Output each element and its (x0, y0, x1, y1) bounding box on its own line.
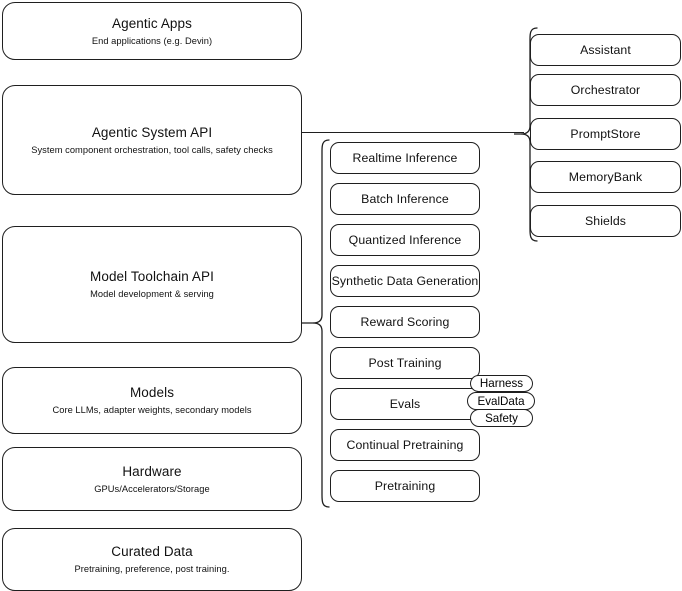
pill-label: Safety (485, 411, 518, 425)
layer-box-agentic-system-api[interactable]: Agentic System API System component orch… (2, 85, 302, 195)
layer-box-model-toolchain-api[interactable]: Model Toolchain API Model development & … (2, 226, 302, 343)
chip-label: Synthetic Data Generation (331, 274, 479, 288)
brace-agentic-system (514, 27, 538, 243)
chip-batch-inference[interactable]: Batch Inference (330, 183, 480, 215)
layer-title: Hardware (122, 463, 182, 479)
layer-subtitle: System component orchestration, tool cal… (31, 144, 273, 155)
chip-label: Realtime Inference (352, 151, 458, 165)
layer-box-agentic-apps[interactable]: Agentic Apps End applications (e.g. Devi… (2, 2, 302, 60)
chip-orchestrator[interactable]: Orchestrator (530, 74, 681, 106)
chip-label: Orchestrator (570, 83, 641, 97)
layer-subtitle: Core LLMs, adapter weights, secondary mo… (52, 405, 252, 415)
layer-title: Model Toolchain API (90, 269, 214, 284)
chip-label: Shields (584, 214, 627, 228)
layer-box-curated-data[interactable]: Curated Data Pretraining, preference, po… (2, 528, 302, 591)
layer-title: Agentic Apps (111, 15, 192, 31)
chip-promptstore[interactable]: PromptStore (530, 118, 681, 150)
chip-label: Continual Pretraining (346, 438, 464, 452)
chip-label: Evals (389, 397, 421, 411)
chip-label: Pretraining (374, 479, 436, 493)
pill-label: EvalData (477, 394, 525, 408)
chip-reward-scoring[interactable]: Reward Scoring (330, 306, 480, 338)
chip-shields[interactable]: Shields (530, 205, 681, 237)
chip-label: Assistant (580, 43, 631, 57)
pill-harness[interactable]: Harness (470, 375, 533, 392)
layer-subtitle: GPUs/Accelerators/Storage (94, 483, 210, 494)
brace-model-toolchain (302, 139, 330, 511)
pill-label: Harness (479, 377, 524, 390)
chip-label: PromptStore (570, 127, 641, 141)
pill-safety[interactable]: Safety (470, 409, 533, 427)
chip-realtime-inference[interactable]: Realtime Inference (330, 142, 480, 174)
chip-pretraining[interactable]: Pretraining (330, 470, 480, 502)
layer-subtitle: Model development & serving (90, 289, 214, 299)
chip-label: MemoryBank (568, 170, 643, 184)
chip-label: Batch Inference (361, 192, 449, 206)
chip-synthetic-data-generation[interactable]: Synthetic Data Generation (330, 265, 480, 297)
pill-evaldata[interactable]: EvalData (467, 392, 535, 410)
layer-subtitle: Pretraining, preference, post training. (74, 564, 230, 574)
chip-continual-pretraining[interactable]: Continual Pretraining (330, 429, 480, 461)
chip-post-training[interactable]: Post Training (330, 347, 480, 379)
layer-subtitle: End applications (e.g. Devin) (91, 35, 213, 46)
layer-title: Models (129, 385, 175, 400)
chip-label: Quantized Inference (348, 233, 462, 247)
chip-assistant[interactable]: Assistant (530, 34, 681, 66)
layer-box-hardware[interactable]: Hardware GPUs/Accelerators/Storage (2, 447, 302, 511)
layer-title: Agentic System API (91, 124, 213, 140)
layer-box-models[interactable]: Models Core LLMs, adapter weights, secon… (2, 367, 302, 434)
chip-memorybank[interactable]: MemoryBank (530, 161, 681, 193)
chip-label: Reward Scoring (360, 315, 450, 329)
connector-line-agentic-system (302, 132, 524, 134)
chip-label: Post Training (368, 356, 442, 370)
layer-title: Curated Data (111, 544, 193, 559)
chip-quantized-inference[interactable]: Quantized Inference (330, 224, 480, 256)
chip-evals[interactable]: Evals (330, 388, 480, 420)
